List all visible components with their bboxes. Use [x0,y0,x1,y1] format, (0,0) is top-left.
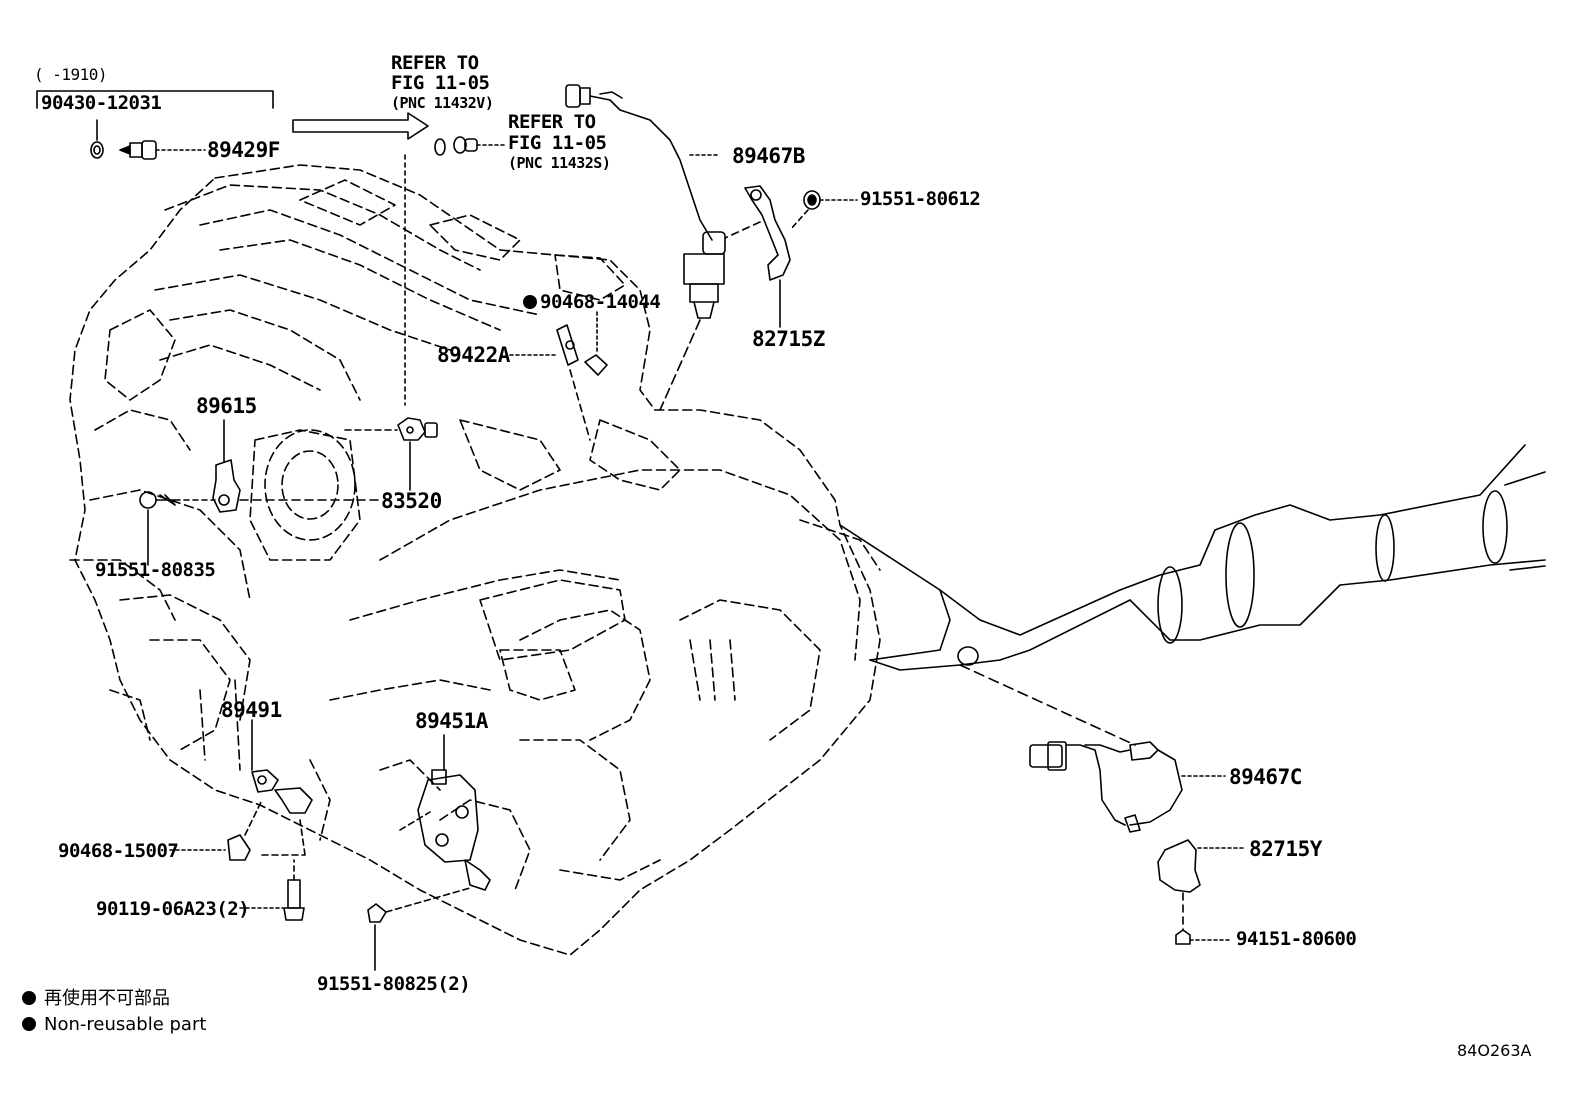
part-number-90119-06A23: 90119-06A23(2) [96,898,250,920]
sensor-89422A [509,311,608,441]
sensor-89429F [119,140,206,160]
part-number-89615: 89615 [196,394,257,418]
gasket-90430-12031 [90,119,104,159]
part-number-89429F: 89429F [207,138,280,162]
non-reusable-dot-icon [22,991,36,1005]
non-reusable-dot-icon [22,1017,36,1031]
legend-english: Non-reusable part [22,1016,206,1034]
part-number-94151-80600: 94151-80600 [1236,928,1357,950]
switch-83520 [344,417,438,491]
sensor-89615 [139,419,379,566]
refer-note-2-line2: FIG 11-05 [508,132,607,154]
part-number-89467B: 89467B [732,144,805,168]
part-number-83520: 83520 [381,489,442,513]
part-number-90468-14044: 90468-14044 [523,293,661,312]
part-bracket [36,90,274,109]
refer-note-1-line2: FIG 11-05 [391,72,490,94]
part-number-82715Y: 82715Y [1249,837,1322,861]
bracket-82715Z [724,185,858,328]
part-number-89451A: 89451A [415,709,488,733]
engine-assembly-outline [69,164,881,956]
part-number-91551-80612: 91551-80612 [860,188,981,210]
refer-note-1-line3: (PNC 11432V) [391,94,494,112]
sensor-89491 [169,719,313,921]
switch-89451A [367,734,491,971]
bracket-82715Y [1157,839,1246,945]
exhaust-pipe [839,444,1546,671]
sensor-89467C [959,664,1226,833]
part-number-91551-80825: 91551-80825(2) [317,973,471,995]
refer-note-2-line1: REFER TO [508,111,596,133]
refer-note-2-line3: (PNC 11432S) [508,154,611,172]
sensor-89467B [565,84,726,411]
o-ring-sensor [404,136,506,406]
part-number-90430-12031: 90430-12031 [41,92,162,114]
part-number-89467C: 89467C [1229,765,1302,789]
part-number-90468-15007: 90468-15007 [58,840,179,862]
part-number-89422A: 89422A [437,343,510,367]
legend-japanese: 再使用不可部品 [22,990,170,1008]
refer-arrow [292,112,429,140]
part-number-91551-80835: 91551-80835 [95,559,216,581]
figure-id: 84O263A [1457,1041,1532,1060]
part-number-89491: 89491 [221,698,282,722]
refer-note-1-line1: REFER TO [391,52,479,74]
part-number-82715Z: 82715Z [752,327,825,351]
non-reusable-bullet-icon [523,295,537,309]
date-range-label: ( -1910) [34,65,108,84]
